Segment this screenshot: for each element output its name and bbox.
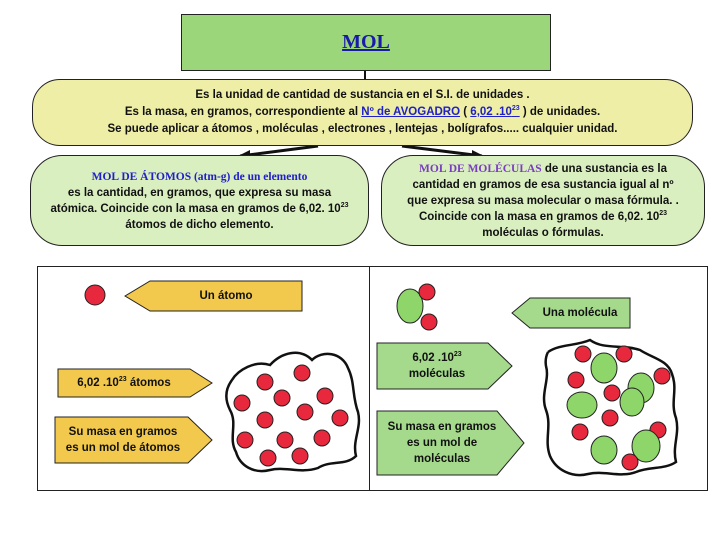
masa-atomos-line-2: es un mol de átomos (65, 442, 181, 454)
atom (273, 389, 291, 407)
definition-line-2: Es la masa, en gramos, correspondiente a… (125, 104, 600, 121)
definition-line-2-open: ( (460, 106, 471, 118)
masa-moleculas-line-3: moléculas (413, 453, 471, 465)
atoms-panel-line-3-exp: 23 (340, 201, 349, 209)
molecule-atom (420, 313, 438, 331)
atom (259, 449, 277, 467)
atomos-count-arrow (57, 368, 213, 398)
molecule-atom (653, 367, 671, 385)
molecule-atom (621, 453, 639, 471)
atoms-panel-line-2: es la cantidad, en gramos, que expresa s… (67, 186, 332, 199)
moleculas-count-exp: 23 (453, 351, 462, 359)
definition-line-3: Se puede aplicar a átomos , moléculas , … (107, 123, 618, 135)
molecule-atom (603, 384, 621, 402)
molecule-center (566, 391, 598, 419)
atom (291, 447, 309, 465)
atom (236, 431, 254, 449)
atom (331, 409, 349, 427)
avogadro-link[interactable]: Nº de AVOGADRO (361, 106, 461, 118)
molecules-panel-line-2: cantidad en gramos de esa sustancia igua… (412, 178, 674, 191)
molecule-center (619, 387, 645, 417)
masa-atomos-line-1: Su masa en gramos (68, 426, 178, 438)
masa-moleculas-line-1: Su masa en gramos (387, 421, 497, 433)
atom (233, 394, 251, 412)
molecule-atom (574, 345, 592, 363)
atom (276, 431, 294, 449)
right-arrow-line (401, 144, 483, 158)
molecules-panel-line-1: MOL DE MOLÉCULAS de una sustancia es la (419, 161, 667, 177)
masa-moleculas-line-2: es un mol de (406, 437, 478, 449)
molecule-atom (567, 371, 585, 389)
definition-line-1: Es la unidad de cantidad de sustancia en… (195, 89, 530, 101)
atoms-bag-outline (225, 351, 361, 473)
molecule-center (631, 429, 661, 463)
masa-atomos-arrow (54, 416, 213, 464)
molecule-atom (418, 283, 436, 301)
molecule-atom (571, 423, 589, 441)
masa-atomos-label: Su masa en gramos es un mol de átomos (55, 417, 191, 463)
mol-atoms-panel: MOL DE ÁTOMOS (atm-g) de un elemento es … (30, 155, 369, 246)
atom (256, 411, 274, 429)
atoms-cluster (233, 364, 349, 467)
masa-moleculas-label: Su masa en gramos es un mol de moléculas (377, 411, 507, 475)
molecules-bag-outline (542, 338, 679, 477)
una-molecula-label: Una molécula (542, 307, 618, 319)
title-box: MOL (181, 14, 551, 71)
definition-line-2-pre: Es la masa, en gramos, correspondiente a… (124, 106, 362, 118)
molecules-panel-heading: MOL DE MOLÉCULAS (419, 162, 542, 175)
avogadro-value-link[interactable]: 6,02 .1023 (470, 105, 520, 118)
single-atom (84, 284, 106, 306)
moleculas-count-base: 6,02 .10 (412, 352, 454, 364)
moleculas-count-arrow (376, 342, 513, 390)
molecules-panel-line-5: moléculas o fórmulas. (482, 226, 604, 239)
una-molecula-arrow (511, 297, 631, 329)
page-title: MOL (342, 31, 390, 53)
mol-molecules-panel: MOL DE MOLÉCULAS de una sustancia es la … (381, 155, 705, 246)
atom (296, 403, 314, 421)
atom (313, 429, 331, 447)
moleculas-count-label: 6,02 .1023 moléculas (377, 343, 497, 389)
molecules-panel-line-4-base: Coincide con la masa en gramos de 6,02. … (418, 210, 660, 223)
un-atomo-arrow (124, 280, 303, 312)
avogadro-value-base: 6,02 .10 (470, 106, 512, 118)
molecules-panel-line-4: Coincide con la masa en gramos de 6,02. … (419, 209, 667, 225)
molecule-atom (601, 409, 619, 427)
molecules-panel-line-3: que expresa su masa molecular o masa fór… (407, 194, 679, 207)
molecule-center (590, 352, 618, 384)
moleculas-count-unit: moléculas (408, 368, 466, 380)
molecule-center (396, 288, 424, 324)
atoms-panel-line-4: átomos de dicho elemento. (125, 218, 274, 231)
molecule-atom (615, 345, 633, 363)
atom (256, 373, 274, 391)
illustration-divider (369, 266, 370, 491)
atoms-panel-heading: MOL DE ÁTOMOS (atm-g) de un elemento (91, 170, 308, 183)
avogadro-value-exp: 23 (511, 105, 520, 113)
masa-moleculas-arrow (376, 410, 525, 476)
molecules-panel-heading-rest: de una sustancia es la (541, 162, 667, 175)
molecules-panel-line-4-exp: 23 (659, 209, 668, 217)
atomos-count-unit: átomos (126, 377, 171, 389)
atoms-panel-line-3: atómica. Coincide con la masa en gramos … (51, 201, 349, 217)
molecule-center (590, 435, 618, 465)
left-arrow-line (239, 144, 319, 158)
un-atomo-label: Un átomo (199, 290, 253, 302)
definition-box: Es la unidad de cantidad de sustancia en… (32, 79, 693, 146)
atomos-count-exp: 23 (118, 376, 127, 384)
atom (316, 387, 334, 405)
atom (293, 364, 311, 382)
atoms-panel-line-3-base: atómica. Coincide con la masa en gramos … (50, 202, 341, 215)
definition-line-2-post: ) de unidades. (519, 106, 601, 118)
atomos-count-base: 6,02 .10 (77, 377, 119, 389)
atomos-count-label: 6,02 .1023 átomos (58, 369, 190, 397)
molecules-cluster (566, 345, 671, 471)
single-molecule (396, 283, 438, 331)
